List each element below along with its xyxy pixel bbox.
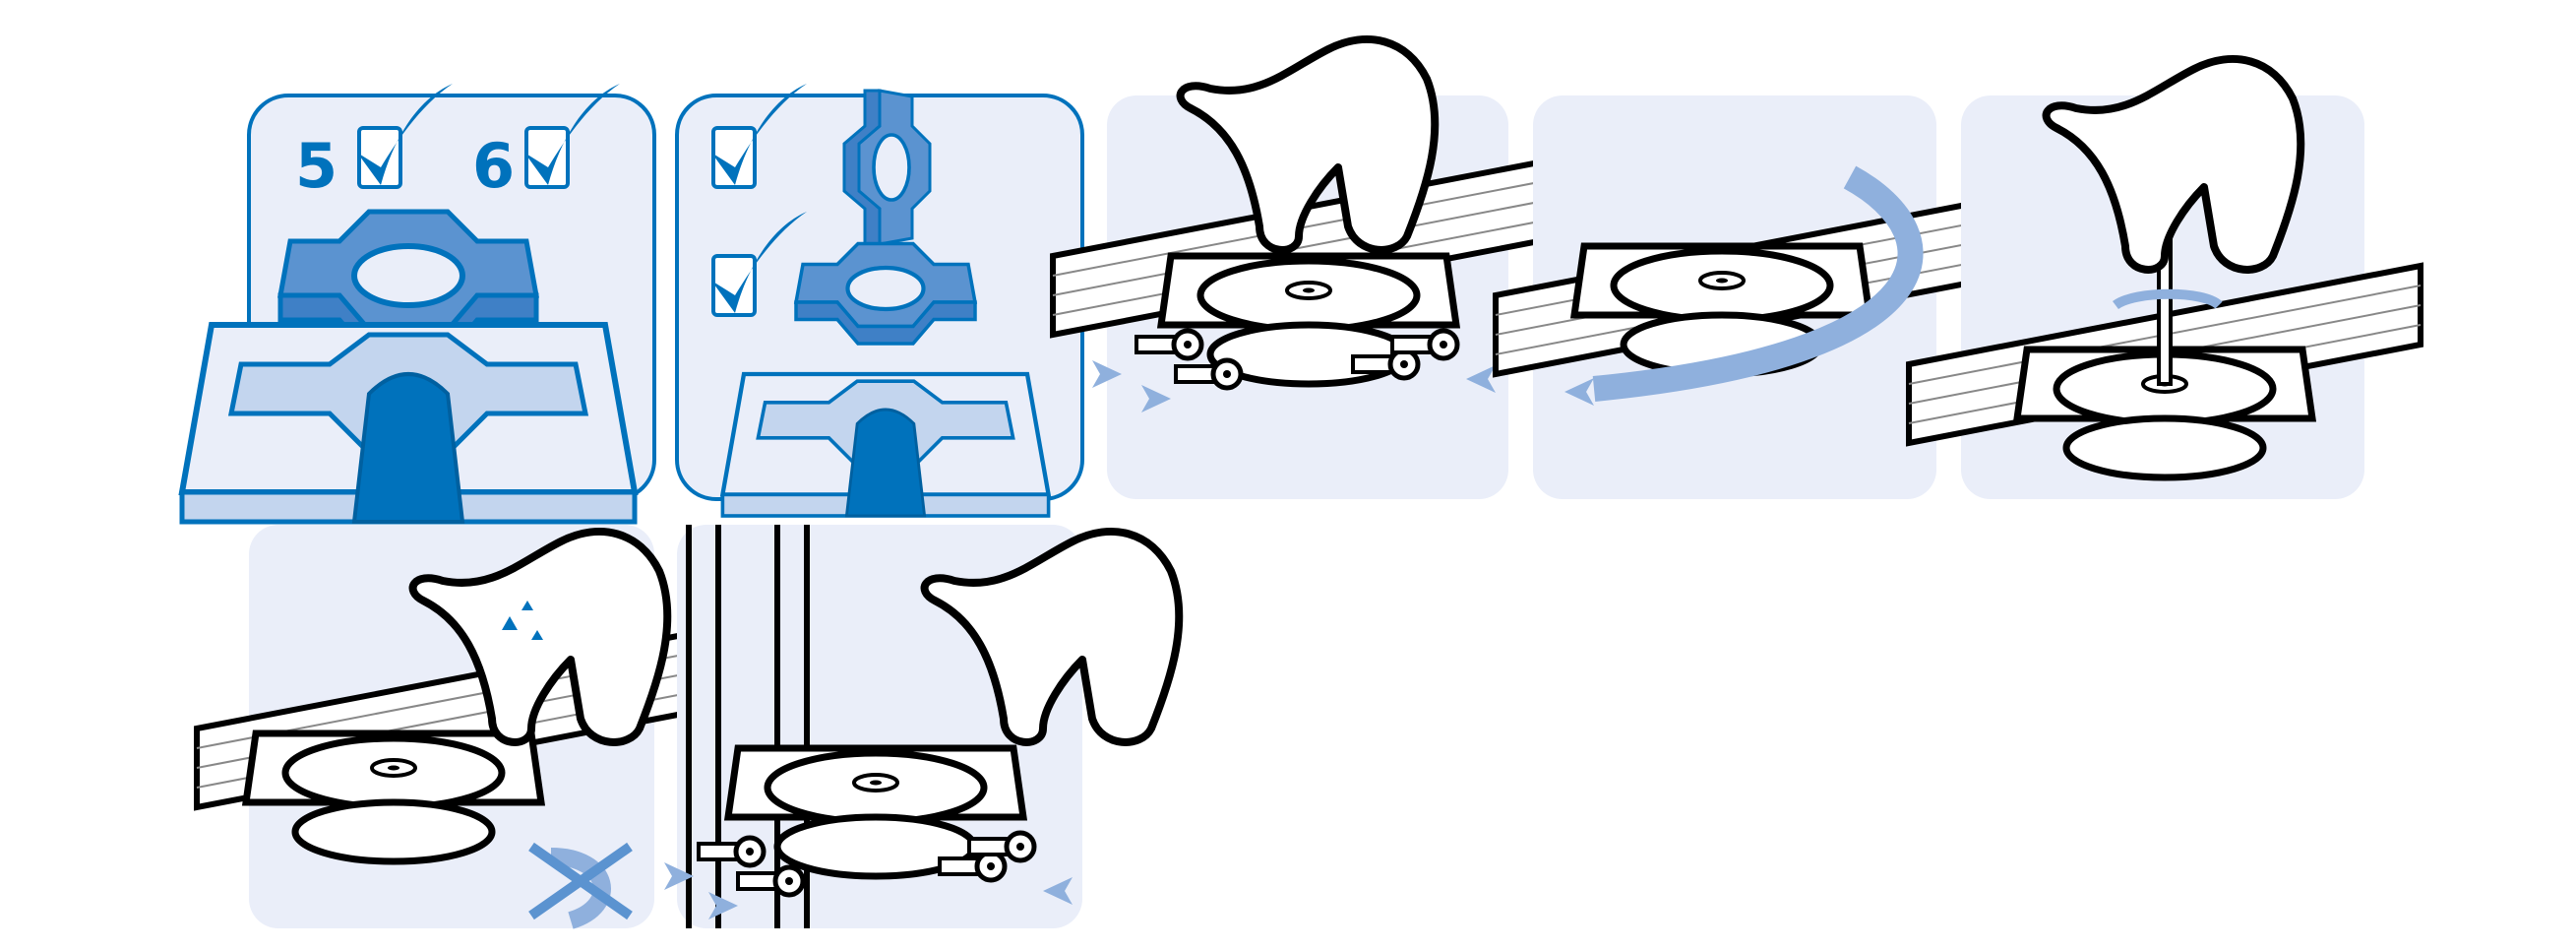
panel-step-5 xyxy=(1909,59,2421,499)
prohibited-icon xyxy=(528,842,633,920)
panel-step-1: 5 6 xyxy=(182,82,656,522)
slot-base-icon xyxy=(182,325,635,522)
screw-icon xyxy=(969,833,1034,860)
label-5: 5 xyxy=(295,130,337,202)
rotate-arrow-icon xyxy=(550,848,611,929)
vertical-rail-icon xyxy=(686,525,810,928)
slot-base-icon xyxy=(722,374,1048,516)
rotate-arrow-icon xyxy=(2113,288,2223,310)
screw-icon xyxy=(738,867,803,895)
screw-icon xyxy=(940,853,1005,880)
screw-icon xyxy=(1176,360,1241,388)
panel-step-7 xyxy=(664,525,1179,928)
panel-step-4 xyxy=(1496,95,2007,499)
rotate-arrow-icon xyxy=(1592,165,1924,402)
panel-step-2 xyxy=(675,82,1084,516)
screw-icon xyxy=(699,838,764,865)
screw-icon xyxy=(1353,350,1418,378)
sweat-drops-icon xyxy=(502,601,543,640)
screw-icon xyxy=(1136,331,1201,358)
panel-step-3 xyxy=(1053,39,1564,499)
screw-icon xyxy=(1392,331,1457,358)
panel-step-6 xyxy=(197,525,708,929)
label-6: 6 xyxy=(472,130,515,202)
